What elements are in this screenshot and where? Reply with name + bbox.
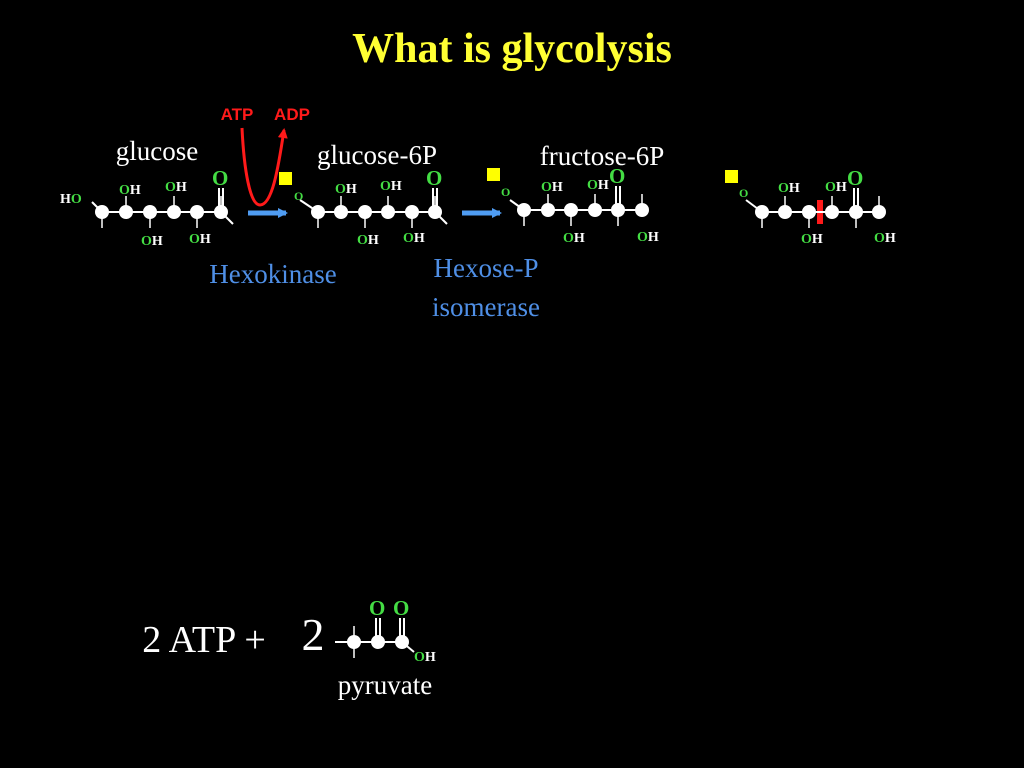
carbon-atom: [517, 203, 531, 217]
isomerase-label-line2: isomerase: [432, 292, 540, 322]
carbon-atom: [358, 205, 372, 219]
carbonyl-oxygen: O: [212, 166, 228, 190]
carbon-atom: [190, 205, 204, 219]
atp-yield-label: 2 ATP +: [142, 619, 266, 661]
carbon-atom: [371, 635, 385, 649]
glucose-6p-label: glucose-6P: [317, 140, 437, 170]
carbon-atom: [334, 205, 348, 219]
adp-label: ADP: [274, 105, 310, 124]
carbonyl-oxygen: O: [369, 596, 385, 620]
carbon-atom: [635, 203, 649, 217]
phosphate-oxygen: O: [501, 185, 510, 199]
carbon-atom: [347, 635, 361, 649]
hydroxyl-group: OH: [637, 230, 659, 245]
carbonyl-oxygen: O: [609, 164, 625, 188]
hydroxyl-group: OH: [801, 232, 823, 247]
hexokinase-label: Hexokinase: [209, 259, 336, 289]
phosphate-square-fructose-bisphosphate: [725, 170, 738, 183]
fructose-6p-label: fructose-6P: [540, 141, 664, 171]
carbon-atom: [381, 205, 395, 219]
carbon-atom: [143, 205, 157, 219]
glucose-label: glucose: [116, 136, 198, 166]
pyruvate-coefficient: 2: [302, 609, 325, 660]
carbon-atom: [802, 205, 816, 219]
carbon-atom: [167, 205, 181, 219]
carbon-atom: [611, 203, 625, 217]
glucose-molecule: O OH OH OH OH HO: [60, 166, 234, 249]
glucose-6p-molecule: O OH OH OH OH O: [294, 166, 448, 248]
carbon-atom: [825, 205, 839, 219]
carbon-atom: [588, 203, 602, 217]
hydroxyl-group: OH: [189, 232, 211, 247]
hydroxyl-group: OH: [587, 178, 609, 193]
carbon-atom: [395, 635, 409, 649]
carbon-atom: [755, 205, 769, 219]
carbon-atom: [311, 205, 325, 219]
hydroxyl-group: OH: [825, 180, 847, 195]
carbon-atom: [95, 205, 109, 219]
hydroxyl-group: OH: [141, 234, 163, 249]
phosphate-oxygen: O: [294, 189, 303, 203]
carbon-atom: [541, 203, 555, 217]
hydroxyl-group: OH: [414, 650, 436, 665]
phosphate-square-fructose-6p: [487, 168, 500, 181]
carbonyl-oxygen: O: [847, 166, 863, 190]
hydroxyl-group: OH: [165, 180, 187, 195]
hydroxyl-group: OH: [541, 180, 563, 195]
carbon-atom: [119, 205, 133, 219]
slide-title: What is glycolysis: [352, 26, 672, 72]
carbon-atom: [564, 203, 578, 217]
hydroxyl-group: OH: [335, 182, 357, 197]
hydroxyl-group: HO: [60, 192, 82, 207]
phosphate-square-glucose-6p: [279, 172, 292, 185]
hydroxyl-group: OH: [874, 231, 896, 246]
hydroxyl-group: OH: [778, 181, 800, 196]
carbon-atom: [405, 205, 419, 219]
hydroxyl-group: OH: [380, 179, 402, 194]
carbon-atom: [214, 205, 228, 219]
carbon-atom: [872, 205, 886, 219]
atp-adp-curved-arrow: [240, 127, 288, 207]
carbonyl-oxygen: O: [426, 166, 442, 190]
hydroxyl-group: OH: [403, 231, 425, 246]
carbon-atom: [778, 205, 792, 219]
phosphate-oxygen: O: [739, 186, 748, 200]
carbon-atom: [849, 205, 863, 219]
carbonyl-oxygen: O: [393, 596, 409, 620]
atp-label: ATP: [221, 105, 254, 124]
pyruvate-label: pyruvate: [338, 670, 432, 700]
carbon-atom: [428, 205, 442, 219]
hydroxyl-group: OH: [119, 183, 141, 198]
hydroxyl-group: OH: [563, 231, 585, 246]
hydroxyl-group: OH: [357, 233, 379, 248]
isomerase-label-line1: Hexose-P: [434, 253, 539, 283]
